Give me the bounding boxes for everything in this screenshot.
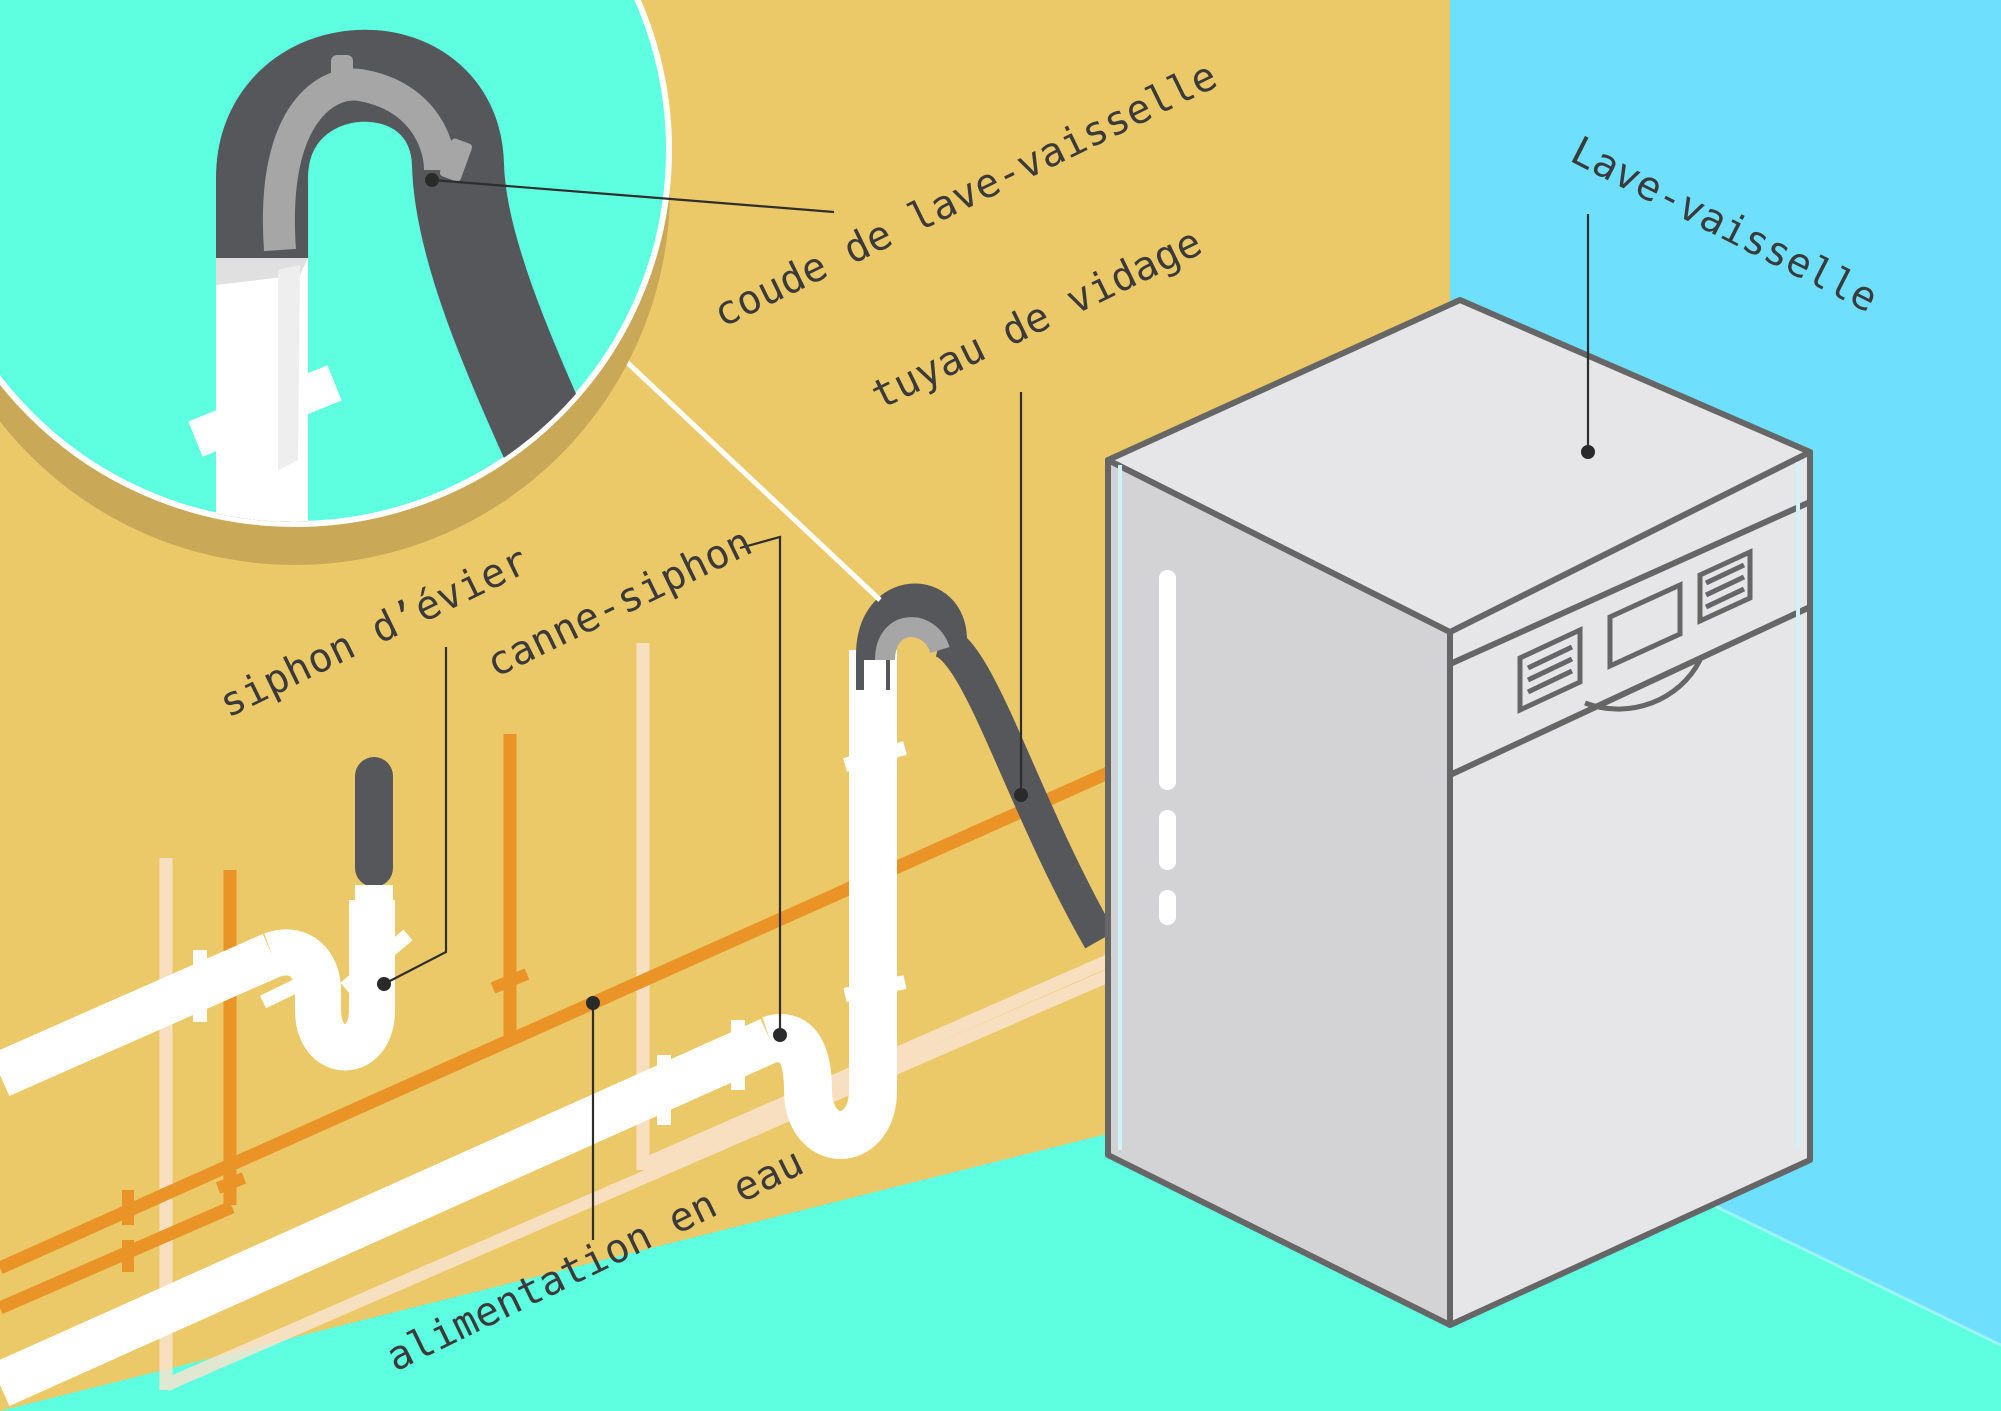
siphon-inlet-cap: [355, 757, 393, 887]
leader-siphon: [383, 647, 448, 985]
siphon-inlet-white: [355, 885, 393, 955]
side-highlights: [1159, 570, 1176, 925]
control-panel: [1517, 548, 1753, 714]
zoom-connector: [596, 333, 882, 602]
drain-pipe-main: [0, 650, 897, 1406]
dishwasher-elbow-icon: [875, 617, 950, 661]
dishwasher-top: [1105, 297, 1813, 635]
drain-pipe-main-fittings: [657, 741, 907, 1125]
hose-top-arc: [856, 583, 967, 690]
water-pipe-fittings: [122, 968, 530, 1272]
dishwasher-icon: [1105, 297, 1813, 1328]
leader-lines: [377, 173, 1595, 1240]
zoom-detail: [188, 29, 602, 522]
water-supply-pipes: [0, 734, 1113, 1314]
drain-hose: [933, 623, 1115, 949]
standpipe-top: [864, 660, 886, 700]
drain-pipe-left: [0, 900, 395, 1097]
floor-left: [0, 1078, 2001, 1411]
drain-pipe-left-fittings: [193, 929, 413, 1022]
leader-canne: [739, 535, 782, 1035]
leader-coude: [431, 178, 835, 214]
